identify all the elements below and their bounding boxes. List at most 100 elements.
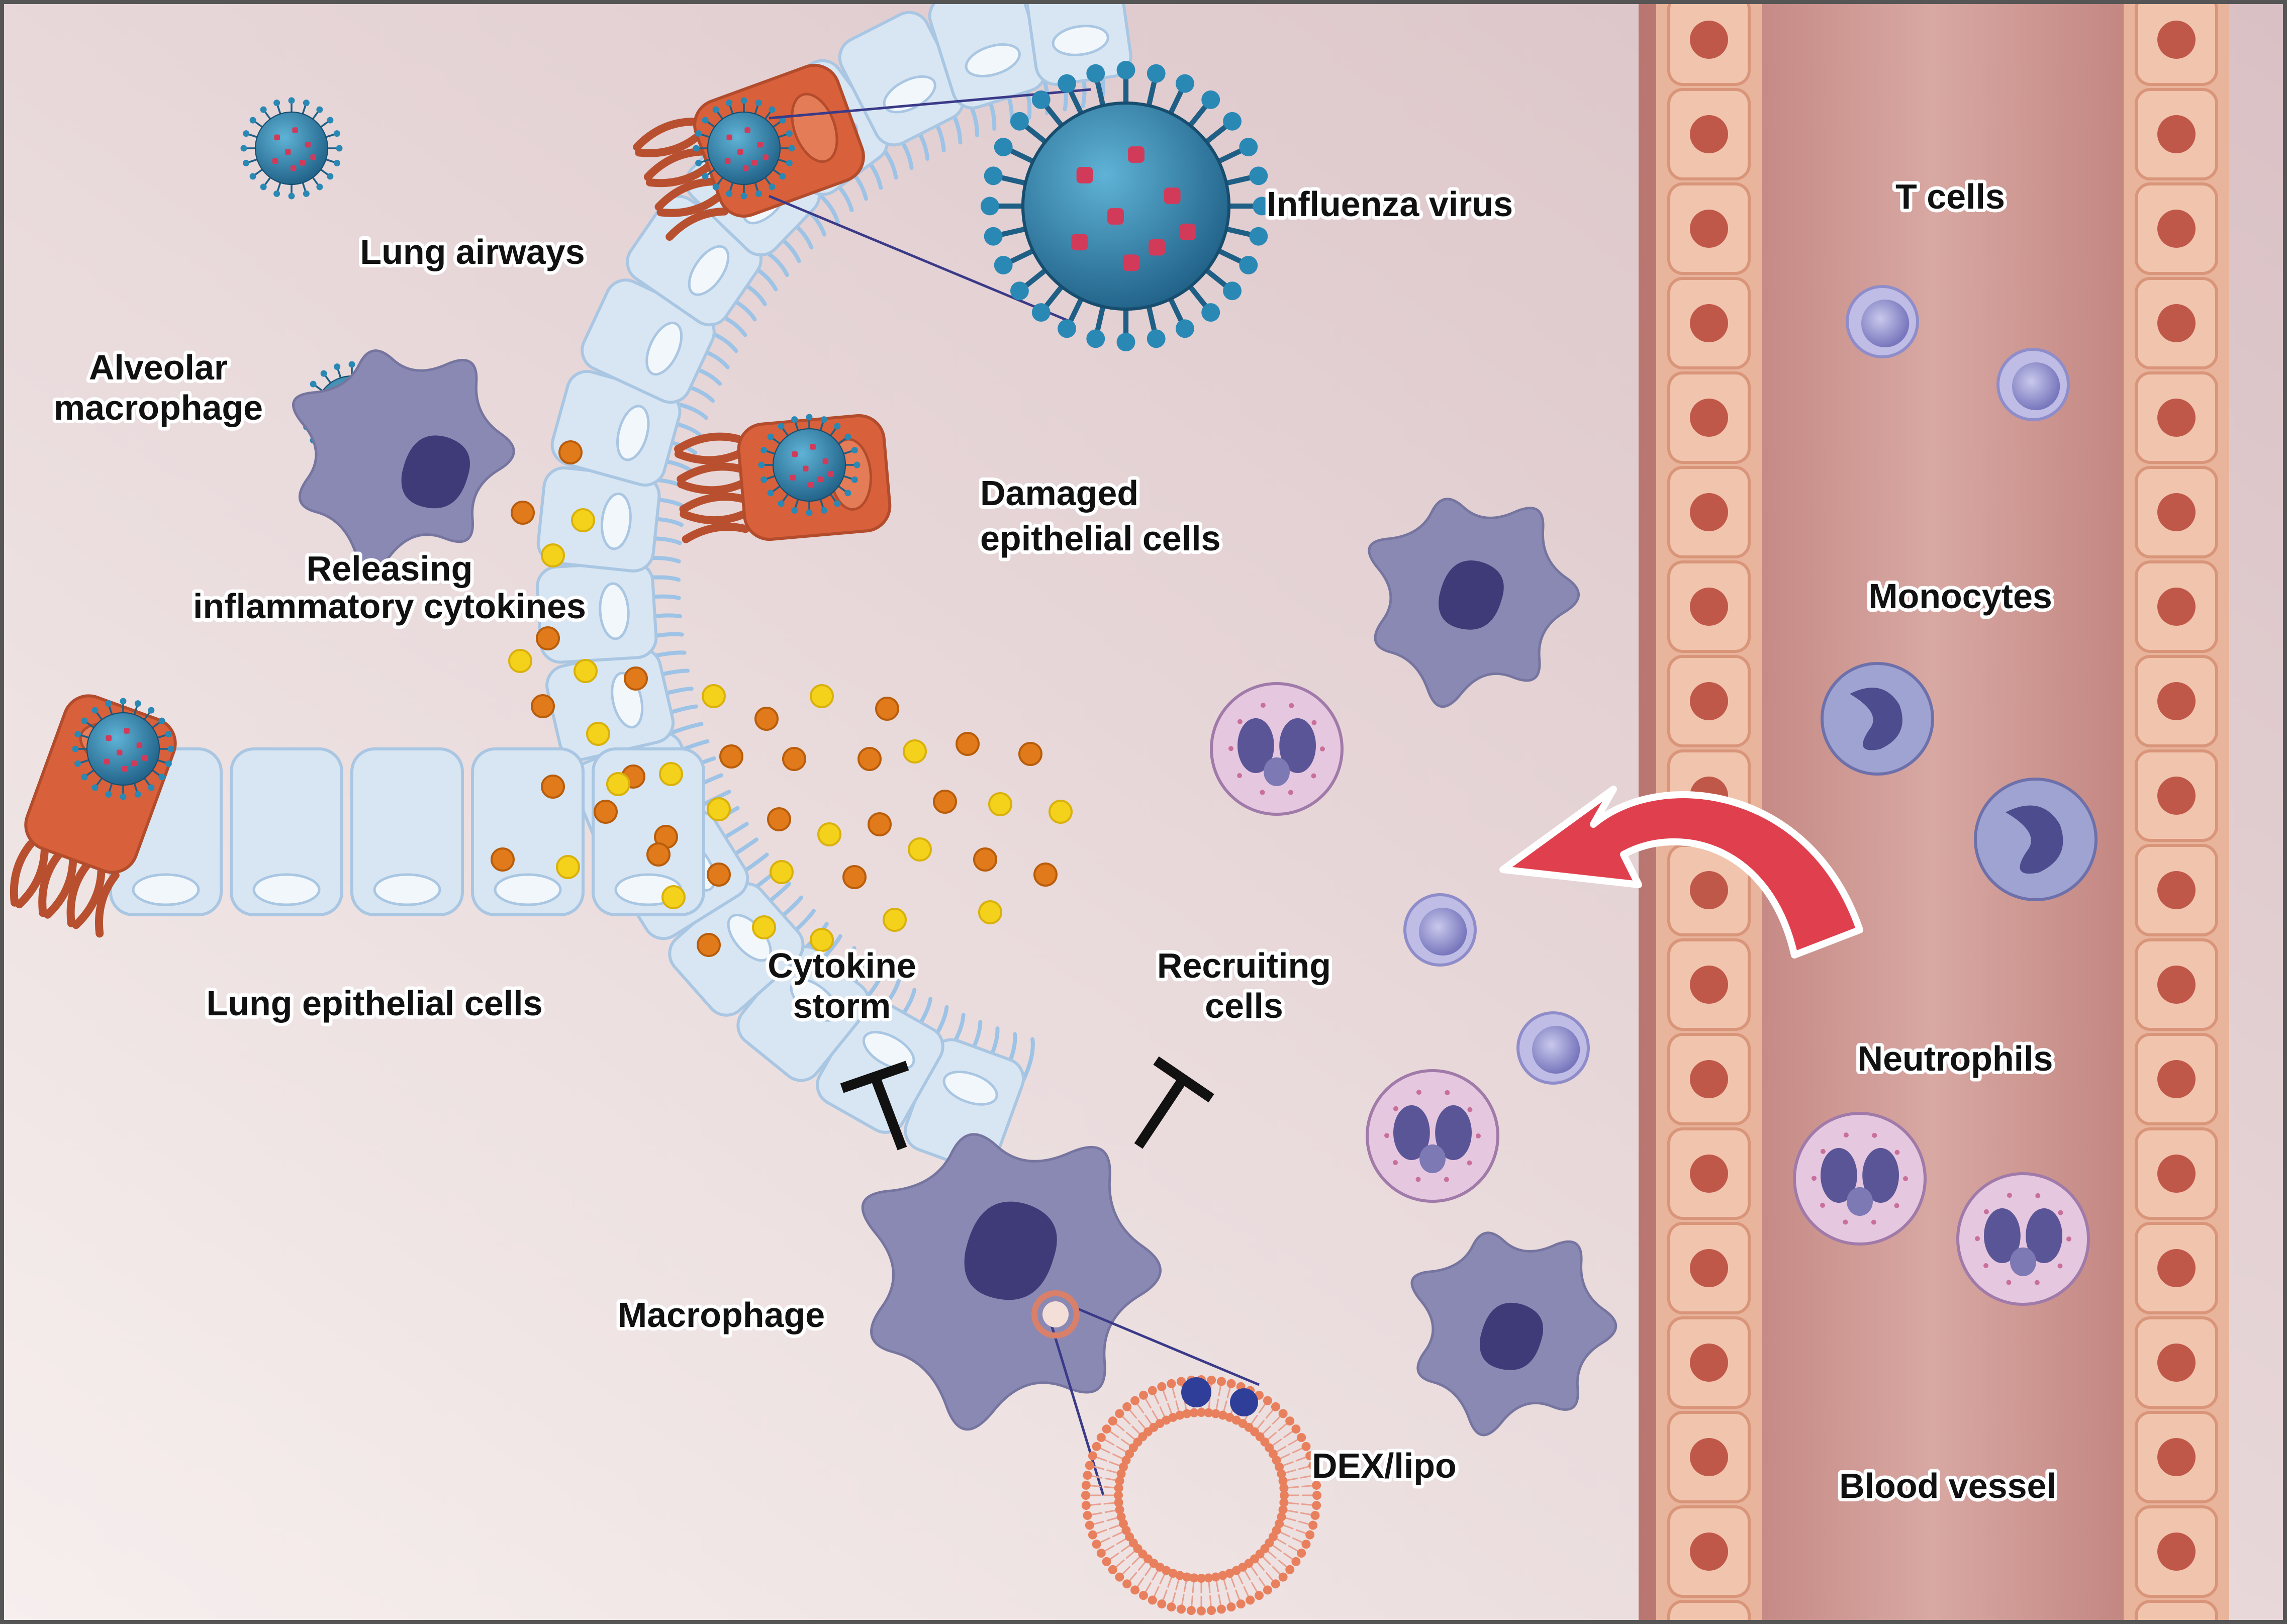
virus-spike-tip: [72, 745, 79, 752]
endothelial-cell: [1667, 371, 1751, 464]
endothelial-cell: [1667, 844, 1751, 936]
epithelial-cell: [550, 369, 682, 487]
nucleus: [1479, 1302, 1544, 1370]
virus-spike-tip: [165, 731, 172, 738]
cytokine-orange: [594, 800, 618, 824]
nucleus: [1690, 1249, 1728, 1287]
nucleus: [1419, 907, 1467, 956]
lipid-head: [1197, 1574, 1206, 1583]
granule: [1843, 1219, 1848, 1225]
lipid-head: [1177, 1377, 1186, 1386]
lipid-head: [1297, 1433, 1306, 1442]
lipid-head: [1216, 1377, 1226, 1386]
lipid-head: [1096, 1433, 1106, 1442]
endothelial-cell: [2135, 1222, 2218, 1314]
endothelial-cell: [1667, 560, 1751, 653]
granule: [2007, 1193, 2012, 1198]
lipid-head: [1278, 1572, 1288, 1582]
t-cell-icon: [1846, 285, 1919, 358]
lipid-head: [1197, 1408, 1206, 1417]
virus-spike-tip: [1086, 329, 1105, 348]
inhibit-recruiting-icon: [1134, 1075, 1188, 1149]
virus-spike-tip: [134, 700, 141, 707]
epithelial-cell: [230, 747, 343, 916]
virus-spike-tip: [243, 159, 250, 166]
virus-spike-tip: [712, 183, 719, 190]
virus-body: [1021, 101, 1231, 311]
endothelial-cell: [1667, 1600, 1751, 1624]
lipid-head: [1088, 1530, 1097, 1540]
virus-spike-tip: [712, 106, 719, 113]
nucleus-lobe: [1821, 1148, 1857, 1203]
virus-antigen: [817, 476, 823, 483]
label-blood-vessel: Blood vessel: [1839, 1466, 2056, 1505]
nucleus: [791, 92, 838, 163]
virus-antigen: [117, 749, 123, 755]
endothelial-cell: [1667, 182, 1751, 275]
nucleus: [2157, 399, 2196, 437]
cytokine-orange: [558, 440, 583, 464]
nucleus: [1690, 21, 1728, 59]
damaged-cilium: [66, 861, 91, 927]
virus-antigen: [810, 444, 816, 450]
endothelial-cell: [1667, 466, 1751, 558]
virus-antigen: [274, 134, 280, 141]
virus-spike-tip: [1010, 112, 1029, 131]
lipid-head: [1081, 1491, 1090, 1500]
cytokine-yellow: [908, 837, 932, 862]
virus-spike-tip: [806, 414, 813, 421]
cytokine-yellow: [817, 822, 841, 846]
virus-body: [86, 712, 160, 786]
cytokine-yellow: [702, 684, 726, 708]
lipid-head: [1182, 1572, 1192, 1582]
lipid-head: [1277, 1469, 1286, 1479]
lipid-head: [1115, 1572, 1124, 1582]
nucleus: [2157, 1438, 2196, 1476]
virus-spike-tip: [726, 100, 733, 107]
endothelial-cell: [2135, 88, 2218, 180]
virus-spike-tip: [120, 793, 127, 800]
virus-spike-tip: [1147, 64, 1166, 83]
virus-antigen: [285, 149, 291, 155]
virus-spike-tip: [91, 707, 99, 714]
nucleus-lobe: [2010, 1247, 2036, 1277]
damaged-cilium: [682, 523, 750, 543]
nucleus-lobe: [1435, 1105, 1472, 1161]
lipid-head: [1312, 1480, 1321, 1490]
cytokine-particles: [491, 440, 1073, 957]
nucleus-lobe: [1264, 757, 1290, 787]
lipid-head: [1211, 1409, 1220, 1418]
liposome-in-macrophage-icon: [1031, 1290, 1080, 1339]
lipid-head: [1204, 1408, 1213, 1417]
lipid-head: [1115, 1409, 1124, 1418]
virus-spike-tip: [695, 159, 702, 166]
lipid-head: [1255, 1591, 1264, 1600]
nucleus: [790, 978, 839, 1022]
lipid-head: [1083, 1510, 1092, 1520]
lipid-head: [1081, 1501, 1091, 1510]
virus-antigen: [272, 158, 278, 164]
label-damaged-2: epithelial cells: [980, 519, 1221, 558]
lipid-head: [1225, 1569, 1234, 1578]
virus-spike-tip: [1239, 255, 1258, 274]
granule: [1260, 703, 1266, 708]
lipid-head: [1279, 1483, 1289, 1493]
granule: [1289, 703, 1294, 708]
virus-spike-tip: [158, 717, 165, 724]
damaged-cilium: [656, 192, 723, 217]
t-cell-icon: [1996, 348, 2070, 421]
nucleus: [2157, 1249, 2196, 1287]
lipid-head: [1236, 1599, 1246, 1609]
granule: [1903, 1176, 1908, 1181]
virus-spike-tip: [105, 700, 112, 707]
cytokine-orange: [1033, 863, 1058, 887]
virus-spike-tip: [851, 447, 858, 454]
endothelial-cell: [1667, 1127, 1751, 1220]
nucleus-lobe: [1847, 1187, 1873, 1216]
cytokine-yellow: [1049, 800, 1073, 824]
virus-spike-tip: [74, 760, 81, 767]
virus-body: [254, 111, 329, 185]
cytokine-yellow: [586, 722, 610, 746]
lipid-head: [1204, 1573, 1213, 1583]
granule: [1311, 773, 1316, 779]
